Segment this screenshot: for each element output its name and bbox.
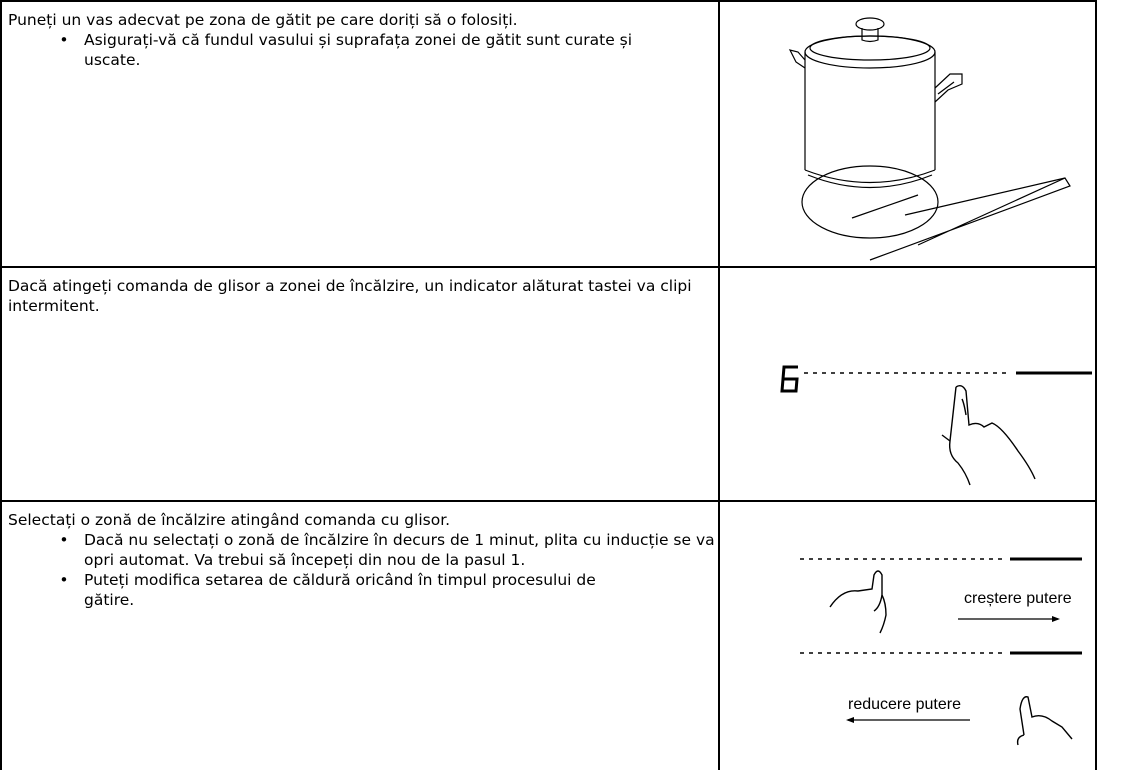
bullet-dot: •: [59, 31, 69, 49]
table-border-top: [0, 0, 1097, 2]
pot-on-cooking-zone-illustration: [770, 10, 1092, 264]
table-border-left: [0, 0, 2, 770]
row-1-intro: Puneți un vas adecvat pe zona de gătit p…: [8, 11, 518, 29]
row-divider-2: [0, 500, 1097, 502]
row-1-bullets: • Asigurați-vă că fundul vasului și supr…: [8, 30, 713, 70]
display-digit-icon: [780, 365, 799, 393]
bullet-text: Dacă nu selectați o zonă de încălzire în…: [84, 531, 715, 569]
slider-touch-illustration: [770, 355, 1100, 495]
table-border-right: [1095, 0, 1097, 770]
bullet-dot: •: [59, 571, 69, 589]
row-2-text: Dacă atingeți comanda de glisor a zonei …: [8, 276, 713, 316]
row-3-text: Selectați o zonă de încălzire atingând c…: [8, 510, 715, 610]
bullet-dot: •: [59, 531, 69, 549]
list-item: • Asigurați-vă că fundul vasului și supr…: [8, 30, 713, 70]
bullet-text: Asigurați-vă că fundul vasului și supraf…: [84, 31, 633, 69]
bullet-text: Puteți modifica setarea de căldură oricâ…: [84, 571, 596, 609]
list-item: • Puteți modifica setarea de căldură ori…: [8, 570, 713, 610]
row-divider-1: [0, 266, 1097, 268]
row-1-text: Puneți un vas adecvat pe zona de gătit p…: [8, 10, 713, 70]
row-3-bullets: • Dacă nu selectați o zonă de încălzire …: [8, 530, 714, 610]
decrease-power-label: reducere putere: [848, 696, 961, 713]
table-border-middle: [718, 0, 720, 770]
row-3-intro: Selectați o zonă de încălzire atingând c…: [8, 511, 451, 529]
slider-power-adjust-illustration: creștere putere reducere putere: [790, 545, 1100, 765]
increase-power-label: creștere putere: [964, 590, 1072, 607]
row-2-intro: Dacă atingeți comanda de glisor a zonei …: [8, 277, 692, 315]
list-item: • Dacă nu selectați o zonă de încălzire …: [8, 530, 714, 570]
